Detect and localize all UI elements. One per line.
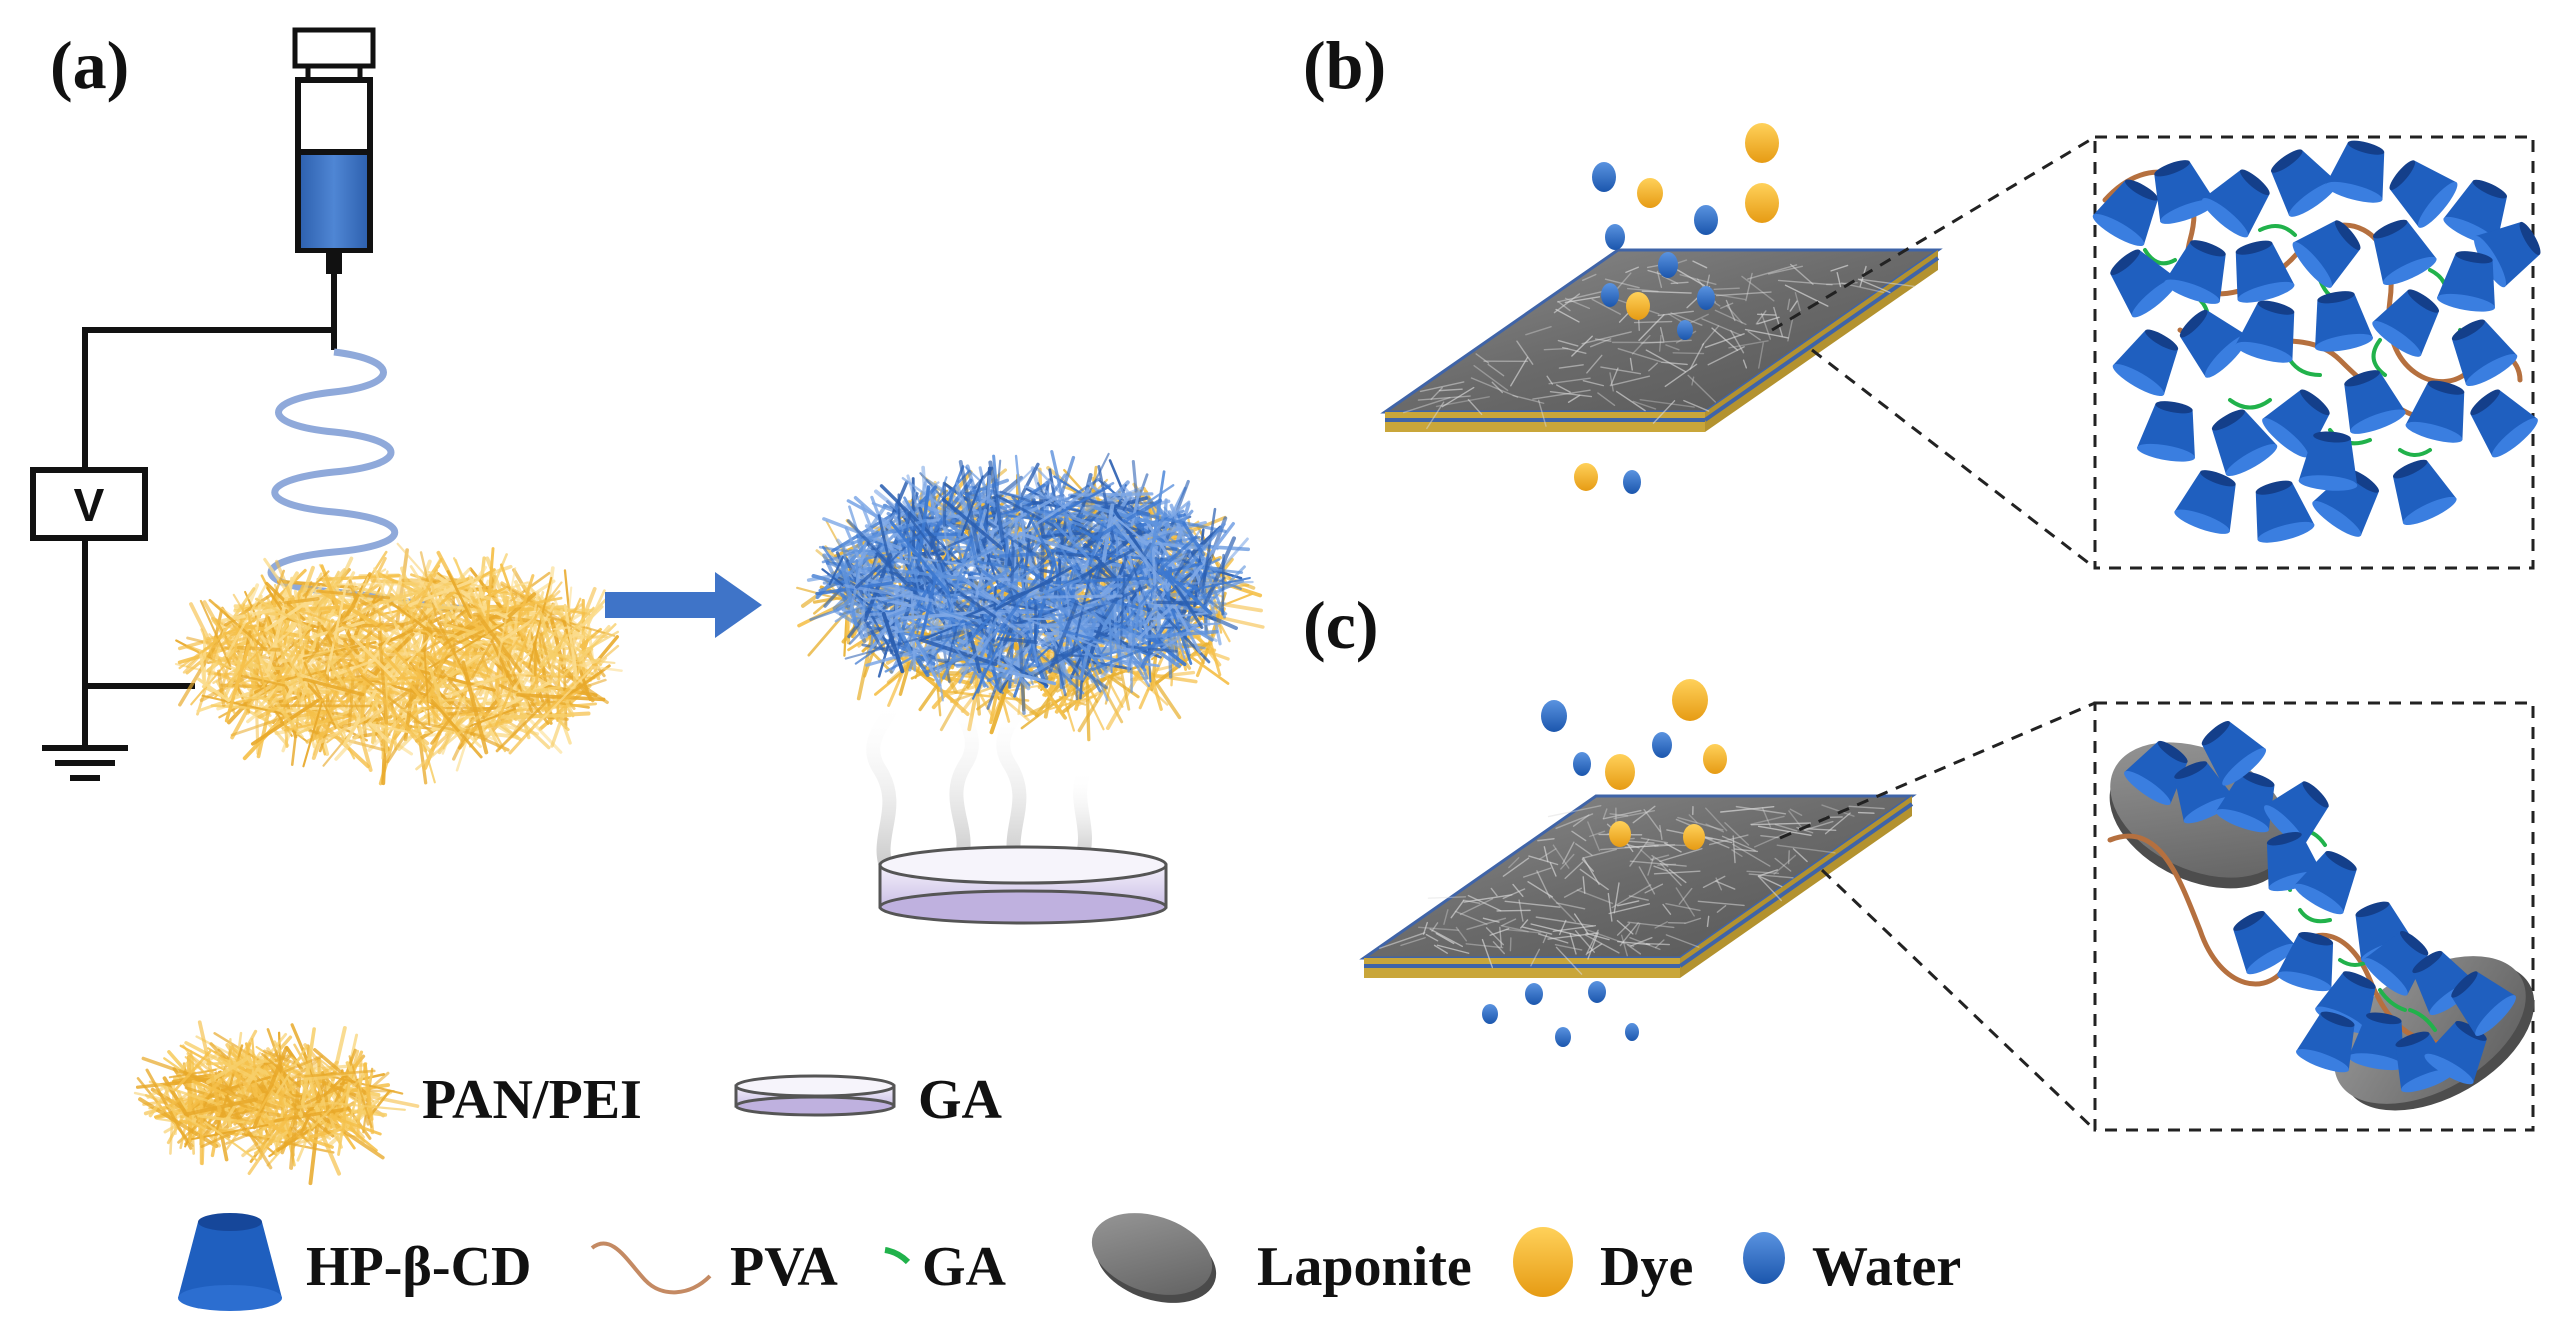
legend-hp-b-cd-icon xyxy=(178,1213,282,1311)
dye-molecules-c xyxy=(1605,679,1727,850)
crosslinked-fiber-mat xyxy=(796,449,1265,742)
legend-pva-icon xyxy=(590,1241,712,1295)
zoom-lines-b xyxy=(1771,135,2535,570)
legend-laponite-icon xyxy=(1091,1213,1217,1303)
legend-pan-pei-label: PAN/PEI xyxy=(422,1069,642,1131)
panel-label-c: (c) xyxy=(1303,587,1378,663)
electrospinning-jet xyxy=(267,348,471,612)
legend-dye-icon xyxy=(1513,1227,1573,1297)
water-molecules-b xyxy=(1592,162,1718,494)
panel-label-a: (a) xyxy=(50,27,129,103)
legend-ga-vapor-label: GA xyxy=(918,1069,1003,1131)
membrane-b-surface-fibers xyxy=(1402,259,1916,430)
petri-dish-icon xyxy=(878,845,1168,925)
voltage-source-icon: V xyxy=(30,467,148,541)
circuit-wire xyxy=(82,327,334,745)
water-molecules-c xyxy=(1482,700,1672,1047)
zoom-inset-b xyxy=(2092,140,2541,543)
membrane-c xyxy=(1359,794,1917,978)
legend-ga-crosslinker-label: GA xyxy=(922,1236,1007,1298)
legend-ga-dish-icon xyxy=(734,1074,896,1117)
ground-icon xyxy=(42,745,128,781)
dye-molecules-b xyxy=(1574,123,1779,491)
legend-hp-b-cd-label: HP-β-CD xyxy=(306,1236,531,1298)
membrane-c-surface-fibers xyxy=(1379,804,1885,975)
syringe-icon xyxy=(292,27,376,350)
legend-ga-crosslinker-icon xyxy=(884,1247,911,1265)
legend-laponite-label: Laponite xyxy=(1257,1236,1472,1298)
membrane-b xyxy=(1380,248,1943,432)
voltage-label: V xyxy=(74,479,105,531)
panel-label-b: (b) xyxy=(1303,27,1386,103)
legend-pan-pei-swatch xyxy=(133,1020,420,1186)
legend-dye-label: Dye xyxy=(1600,1236,1693,1298)
legend-water-icon xyxy=(1743,1232,1785,1284)
legend-water-label: Water xyxy=(1812,1236,1961,1298)
arrow-right-icon xyxy=(605,572,762,638)
legend-pva-label: PVA xyxy=(730,1236,838,1298)
zoom-inset-c xyxy=(2107,720,2535,1111)
pan-pei-fiber-mat xyxy=(174,542,623,786)
zoom-lines-c xyxy=(1779,701,2535,1132)
